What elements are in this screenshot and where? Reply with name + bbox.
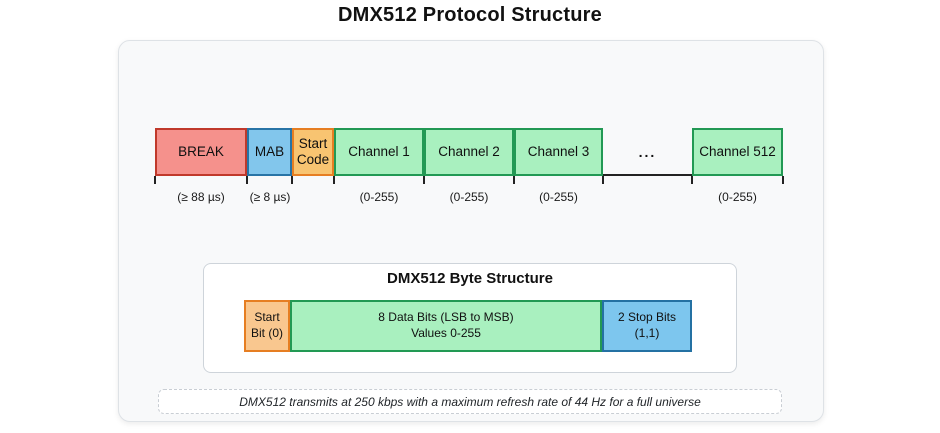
segment-channel-512-label: Channel 512 [699,144,776,160]
axis-tick [513,176,515,184]
sublabel-mab: (≥ 8 µs) [249,190,291,204]
footnote-box: DMX512 transmits at 250 kbps with a maxi… [158,389,782,414]
segment-channel-2-label: Channel 2 [438,144,500,160]
sublabel-break: (≥ 88 µs) [177,190,225,204]
sublabel-channel-512: (0-255) [718,190,757,204]
segment-break-label: BREAK [178,144,224,160]
byte-segment-stop-bits: 2 Stop Bits (1,1) [602,300,692,352]
byte-segment-start-bit: Start Bit (0) [244,300,290,352]
byte-segment-data-bits: 8 Data Bits (LSB to MSB) Values 0-255 [290,300,602,352]
segment-channel-2: Channel 2 [424,128,514,176]
axis-tick [782,176,784,184]
byte-stop-bits-line2: (1,1) [634,326,660,340]
segment-channel-3: Channel 3 [514,128,603,176]
ellipsis-label: ... [638,144,657,160]
sublabel-channel-2: (0-255) [449,190,489,204]
segment-channel-3-label: Channel 3 [527,144,590,160]
byte-data-bits-line1: 8 Data Bits (LSB to MSB) [378,310,514,325]
segment-mab: MAB [247,128,292,176]
footnote-text: DMX512 transmits at 250 kbps with a maxi… [239,394,701,409]
axis-tick [154,176,156,184]
axis-tick [602,176,604,184]
axis-tick [423,176,425,184]
page-title: DMX512 Protocol Structure [338,4,602,26]
segment-ellipsis: ... [603,128,692,176]
segment-mab-label: MAB [254,144,285,160]
timeline-gap-line [603,174,692,176]
segment-channel-512: Channel 512 [692,128,783,176]
sublabel-channel-1: (0-255) [359,190,399,204]
segment-channel-1-label: Channel 1 [348,144,410,160]
byte-start-bit-label: Start Bit (0) [250,310,283,340]
axis-tick [246,176,248,184]
byte-data-bits-line2: Values 0-255 [411,326,481,340]
axis-tick [691,176,693,184]
segment-channel-1: Channel 1 [334,128,424,176]
segment-start-code: Start Code [292,128,334,176]
byte-stop-bits-line1: 2 Stop Bits [617,310,677,325]
byte-structure-title: DMX512 Byte Structure [387,270,553,287]
sublabel-channel-3: (0-255) [539,190,578,204]
axis-tick [291,176,293,184]
segment-break: BREAK [155,128,247,176]
segment-start-code-label: Start Code [296,136,330,167]
axis-tick [333,176,335,184]
